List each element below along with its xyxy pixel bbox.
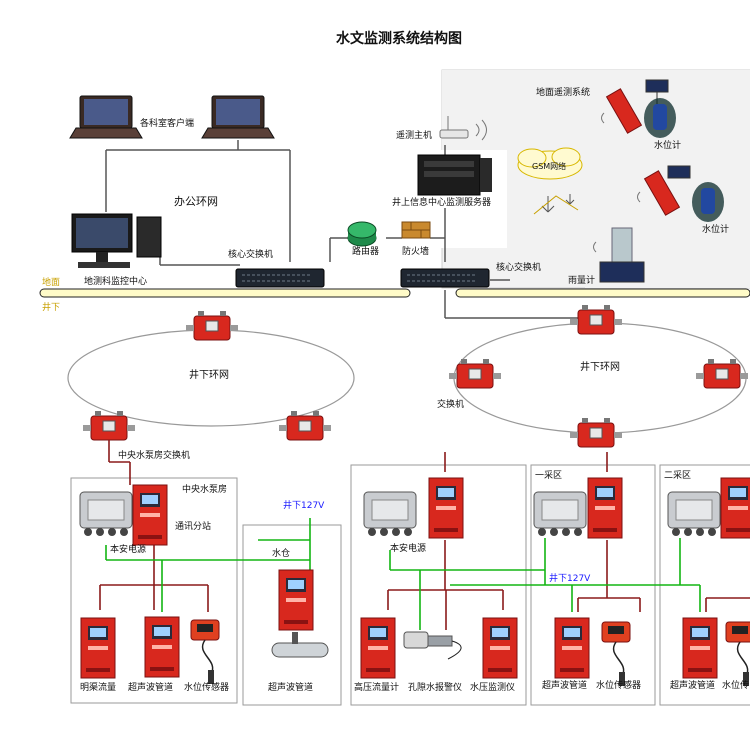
power-lines xyxy=(105,518,701,630)
switch-label: 交换机 xyxy=(437,398,464,410)
borehole-alarm-label: 孔隙水报警仪 xyxy=(408,681,462,693)
underground-127v-2-label: 井下127V xyxy=(549,572,591,584)
ring-left-switch-right xyxy=(278,410,332,441)
ultrasonic-pipe-3-label: 超声波管道 xyxy=(542,679,587,691)
ultrasonic-pipe-1-device xyxy=(144,616,180,678)
central-pump-room-label: 中央水泵房 xyxy=(182,483,227,495)
solar-panel-2 xyxy=(667,165,691,179)
mining-area-1-power-box xyxy=(533,491,587,537)
gsm-cloud xyxy=(517,147,583,180)
remote-host-device xyxy=(439,116,487,141)
client-laptop-2 xyxy=(201,95,275,139)
ground-rail-right xyxy=(455,288,750,298)
core-switch-left-label: 核心交换机 xyxy=(228,248,273,260)
ultrasonic-pipe-4-label: 超声波管道 xyxy=(670,679,715,691)
rtu-unit-2 xyxy=(637,170,681,216)
comm-substation-label: 通讯分站 xyxy=(175,520,211,532)
central-pump-power-box xyxy=(79,491,133,537)
underground-127v-1-label: 井下127V xyxy=(283,499,325,511)
remote-system-label: 地面遥测系统 xyxy=(536,86,590,98)
gsm-tower xyxy=(533,194,579,215)
survey-center-label: 地测科监控中心 xyxy=(84,275,147,287)
client-laptop-1 xyxy=(69,95,143,139)
ground-rail-left xyxy=(39,288,411,298)
remote-host-label: 遥测主机 xyxy=(396,129,432,141)
mining-area-1-substation xyxy=(587,477,623,539)
gsm-network-label: GSM网络 xyxy=(532,161,566,171)
ring-right-switch-top xyxy=(569,304,623,335)
rtu-unit-1 xyxy=(601,88,643,134)
borehole-alarm-device xyxy=(403,631,462,660)
sump-frame xyxy=(242,524,342,706)
water-level-sensor-2-device xyxy=(601,621,631,687)
sump-pipe xyxy=(271,632,329,658)
water-level-sensor-3-label: 水位传 xyxy=(722,679,749,691)
central-pump-switch-label: 中央水泵房交换机 xyxy=(118,449,190,461)
client-pcs-label: 各科室客户端 xyxy=(140,117,194,129)
ring-left-label: 井下环网 xyxy=(189,368,229,381)
central-pump-room-frame xyxy=(70,477,238,704)
mining-area-1-label: 一采区 xyxy=(535,470,562,481)
water-level-sensor-2-label: 水位传感器 xyxy=(596,679,641,691)
water-level-meter-1-label: 水位计 xyxy=(654,139,681,151)
mining-area-2-substation xyxy=(720,477,750,539)
ring-left-switch-left xyxy=(82,410,136,441)
mining-area-2-label: 二采区 xyxy=(664,470,691,481)
signal-lines xyxy=(99,440,750,630)
water-level-sensor-1-device xyxy=(190,619,220,685)
comm-substation xyxy=(132,484,168,546)
safety-power-1-label: 本安电源 xyxy=(110,543,146,555)
router xyxy=(347,221,377,247)
high-pressure-substation xyxy=(428,477,464,539)
ring-right-switch-left xyxy=(448,358,502,389)
firewall xyxy=(401,221,431,239)
solar-panel-1 xyxy=(645,79,669,104)
office-network-label: 办公环网 xyxy=(174,195,218,208)
open-channel-flow-label: 明渠流量 xyxy=(80,681,116,693)
water-level-meter-1 xyxy=(644,98,676,138)
water-level-sensor-3-device xyxy=(725,621,750,687)
ring-right-label: 井下环网 xyxy=(580,360,620,373)
router-label: 路由器 xyxy=(352,245,379,257)
ring-right-switch-bottom xyxy=(569,417,623,448)
core-switch-left xyxy=(235,268,325,288)
server-label: 井上信息中心监测服务器 xyxy=(392,196,491,208)
underground-label: 井下 xyxy=(42,301,60,313)
monitoring-server xyxy=(417,154,492,196)
ring-left-switch-top xyxy=(185,310,239,341)
office-network-lines xyxy=(105,140,590,319)
safety-power-2-box xyxy=(363,491,417,537)
water-level-meter-2-label: 水位计 xyxy=(702,223,729,235)
high-pressure-flow-device xyxy=(360,617,396,679)
water-level-meter-2 xyxy=(692,182,724,222)
ultrasonic-pipe-3-device xyxy=(554,617,590,679)
ground-label: 地面 xyxy=(42,276,60,288)
high-pressure-flow-label: 高压流量计 xyxy=(354,681,399,693)
rain-gauge xyxy=(593,227,645,283)
safety-power-2-label: 本安电源 xyxy=(390,542,426,554)
open-channel-flowmeter xyxy=(80,617,116,679)
diagram-title: 水文监测系统结构图 xyxy=(336,30,462,47)
mining-area-2-power-box xyxy=(667,491,721,537)
rain-gauge-label: 雨量计 xyxy=(568,274,595,286)
sump-label: 水仓 xyxy=(272,547,290,559)
sump-ultrasonic-device xyxy=(278,569,314,631)
desktop-pc xyxy=(71,213,162,268)
ultrasonic-pipe-1-label: 超声波管道 xyxy=(128,681,173,693)
ultrasonic-pipe-4-device xyxy=(682,617,718,679)
core-switch-right-label: 核心交换机 xyxy=(496,261,541,273)
ultrasonic-pipe-2-label: 超声波管道 xyxy=(268,681,313,693)
water-pressure-device xyxy=(482,617,518,679)
firewall-label: 防火墙 xyxy=(402,245,429,257)
water-level-sensor-1-label: 水位传感器 xyxy=(184,681,229,693)
water-pressure-monitor-label: 水压监测仪 xyxy=(470,681,515,693)
core-switch-right xyxy=(400,268,490,288)
